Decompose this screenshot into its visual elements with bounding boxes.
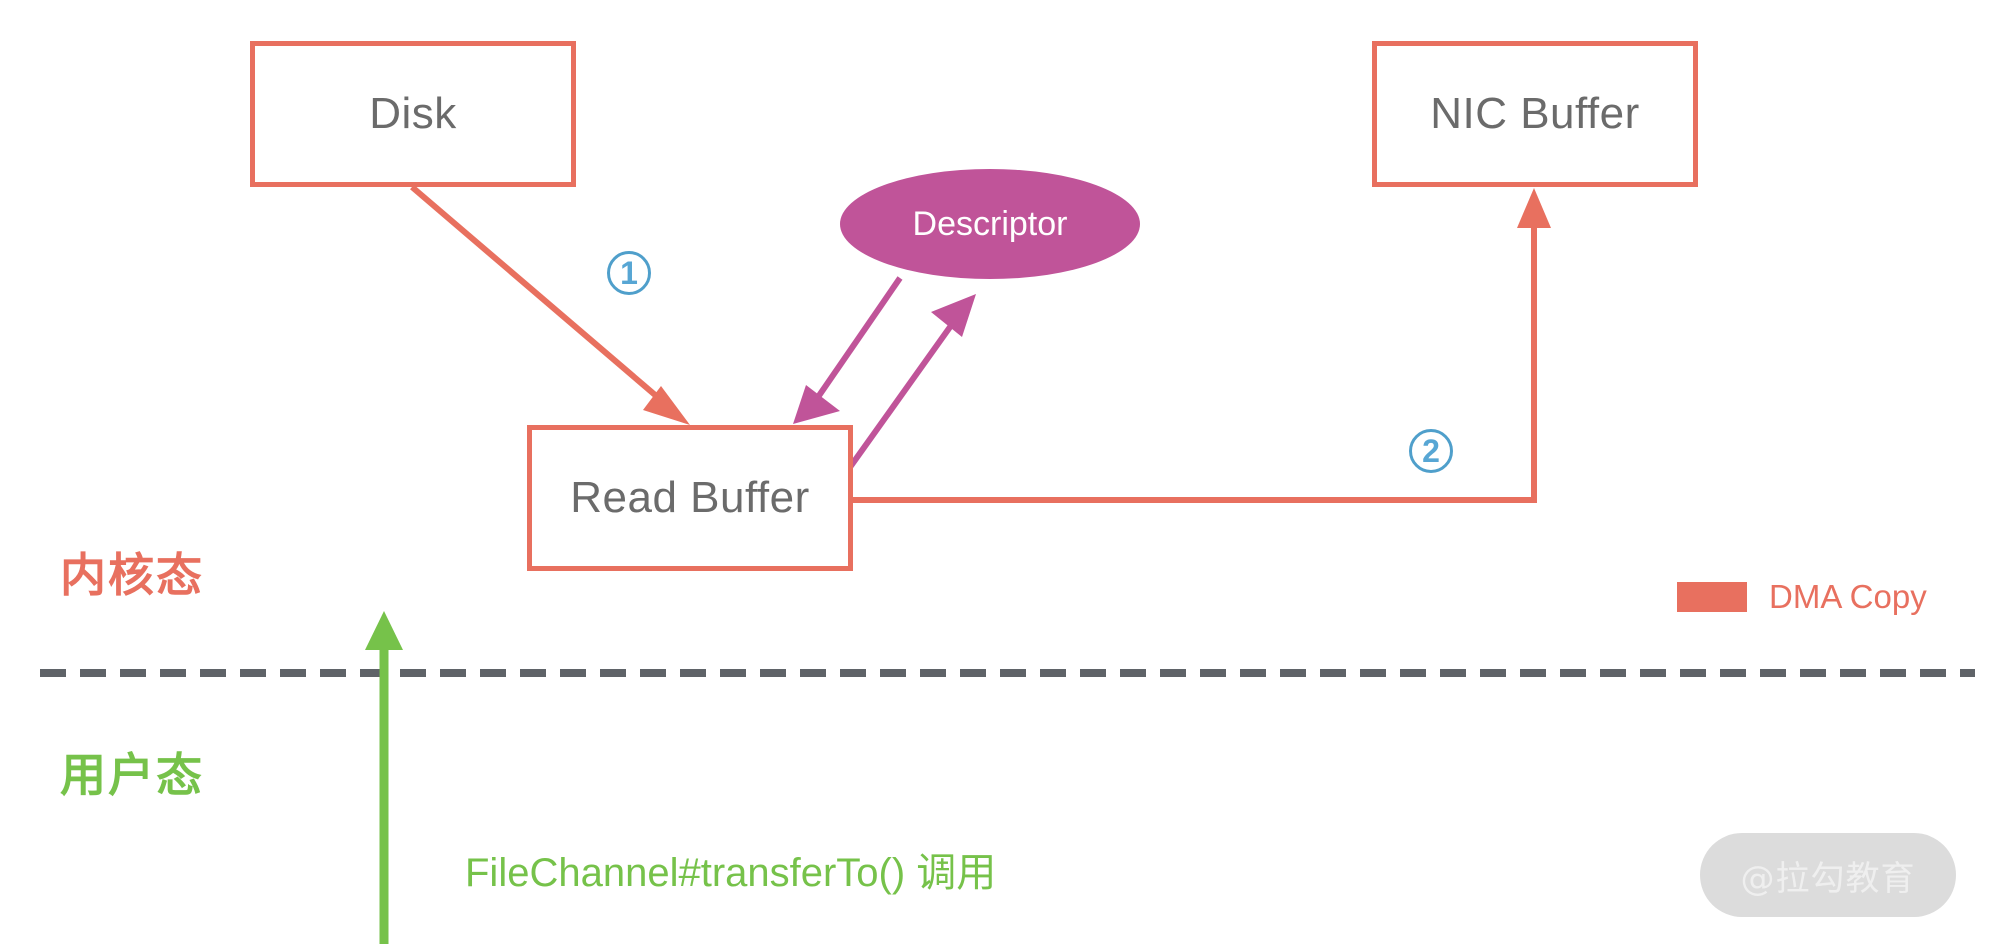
watermark-badge: @拉勾教育 (1700, 833, 1956, 917)
node-descriptor-label: Descriptor (912, 204, 1068, 243)
arrow-descriptor-to-read-buffer (793, 276, 903, 424)
node-nic-buffer-label: NIC Buffer (1430, 89, 1640, 138)
node-read-buffer-label: Read Buffer (570, 473, 810, 522)
watermark-text: @拉勾教育 (1740, 858, 1916, 899)
arrow-read-buffer-to-descriptor (845, 294, 976, 472)
legend-swatch-dma-copy (1677, 582, 1747, 612)
arrow-read-buffer-to-nic-buffer (853, 188, 1551, 503)
kernel-mode-label: 内核态 (60, 548, 204, 602)
node-read-buffer[interactable]: Read Buffer (527, 425, 853, 571)
node-disk[interactable]: Disk (250, 41, 576, 187)
step-marker-1: 1 (607, 251, 651, 295)
arrow-transfer-to-call (365, 611, 403, 944)
legend: DMA Copy (1677, 578, 1927, 616)
transfer-to-call-label: FileChannel#transferTo() 调用 (465, 851, 997, 895)
node-nic-buffer[interactable]: NIC Buffer (1372, 41, 1698, 187)
user-mode-label: 用户态 (60, 748, 204, 802)
arrow-disk-to-read-buffer (410, 184, 690, 425)
legend-label-dma-copy: DMA Copy (1769, 578, 1927, 615)
node-descriptor[interactable]: Descriptor (840, 169, 1140, 279)
step-marker-2-label: 2 (1422, 433, 1440, 469)
step-marker-1-label: 1 (620, 255, 638, 291)
step-marker-2: 2 (1409, 429, 1453, 473)
node-disk-label: Disk (369, 89, 457, 138)
